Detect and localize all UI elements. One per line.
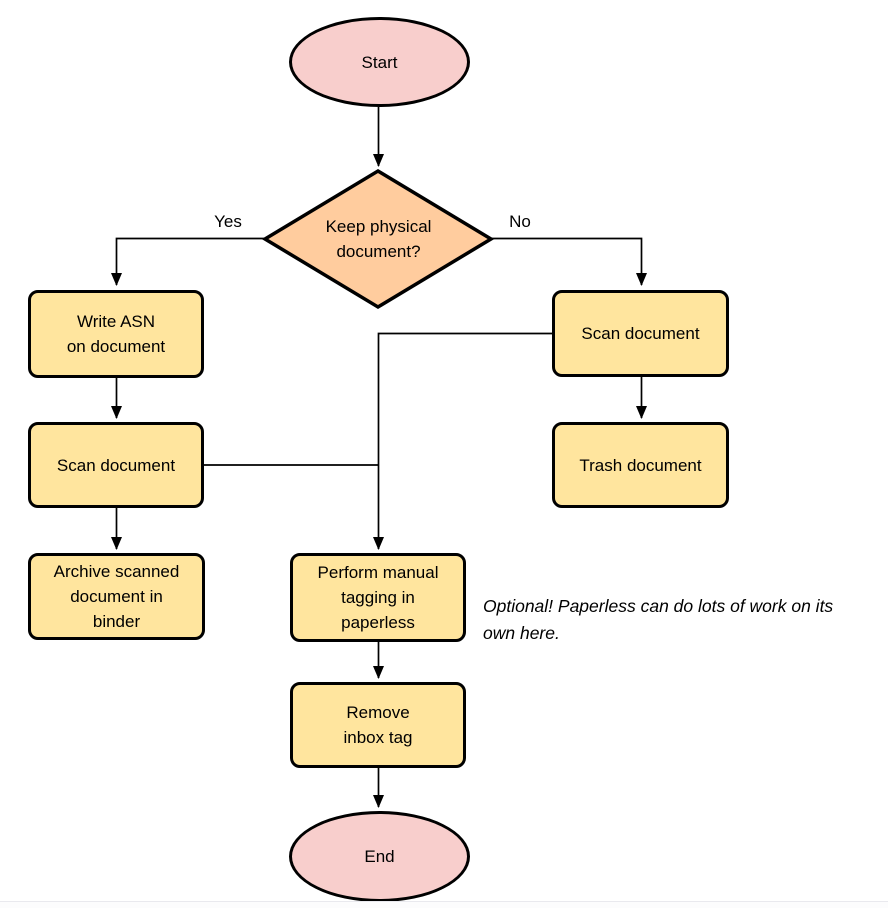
edge-decision-yes-to-write-asn	[111, 237, 265, 286]
decision-diamond-shape	[261, 168, 495, 310]
node-label-line: Perform manual	[317, 563, 439, 582]
node-end: End	[289, 811, 470, 902]
node-label-line: document in	[70, 587, 163, 606]
node-scan-left: Scan document	[28, 422, 204, 508]
node-label-line: on document	[66, 337, 166, 356]
annotation-optional: Optional! Paperless can do lots of work …	[483, 596, 834, 643]
node-decision-label: Keep physical document?	[293, 214, 464, 264]
node-label-line: Scan document	[56, 455, 176, 475]
node-start: Start	[289, 17, 470, 107]
node-label-line: Trash document	[579, 455, 702, 475]
node-trash: Trash document	[552, 422, 729, 508]
node-label-line: Write ASN	[76, 312, 156, 331]
edge-decision-no-to-scan-right	[491, 237, 647, 286]
node-label-line: Scan document	[581, 324, 700, 343]
node-end-label: End	[364, 847, 395, 866]
node-scan-right: Scan document	[552, 290, 729, 377]
edge-label-no: No	[509, 212, 531, 231]
node-label-line: binder	[92, 612, 141, 631]
node-start-label: Start	[361, 52, 398, 72]
bottom-border-line	[0, 901, 888, 908]
node-label-line: inbox tag	[343, 728, 413, 747]
node-archive: Archive scanned document in binder	[28, 553, 205, 640]
decision-label-line: Keep physical	[325, 217, 432, 236]
node-write-asn: Write ASN on document	[28, 290, 204, 378]
node-remove-inbox: Remove inbox tag	[290, 682, 466, 768]
edge-label-yes: Yes	[214, 212, 242, 231]
node-label-line: Archive scanned	[53, 562, 180, 581]
decision-label-line: document?	[336, 242, 421, 261]
node-label-line: tagging in	[341, 588, 415, 607]
node-tagging: Perform manual tagging in paperless	[290, 553, 466, 642]
node-label-line: Remove	[346, 703, 410, 722]
edge-scan-right-to-tagging	[373, 332, 552, 550]
node-label-line: paperless	[341, 613, 415, 632]
